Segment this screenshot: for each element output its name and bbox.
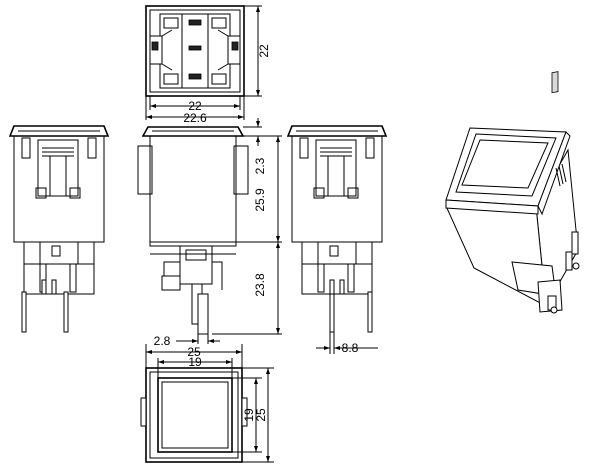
pitch-dimension: 8.8 xyxy=(316,332,378,355)
dim-front-inner-height: 19 xyxy=(242,408,256,422)
top-view-dimensions: 22 22 22.6 xyxy=(145,5,271,125)
dim-top-height: 22 xyxy=(257,44,271,58)
dim-bezel-thickness: 2.3 xyxy=(253,157,267,174)
front-view-left xyxy=(8,125,110,333)
front-face-dimensions: 25 19 19 25 xyxy=(145,344,274,463)
dim-top-width-outer: 22.6 xyxy=(183,111,207,125)
side-view-dimensions: 2.3 25.9 23.8 2.8 xyxy=(154,118,282,348)
top-view xyxy=(145,5,245,97)
front-face-view xyxy=(140,367,248,463)
front-view-right xyxy=(286,125,388,333)
isometric-view xyxy=(445,71,580,314)
dim-front-outer-height: 25 xyxy=(254,408,268,422)
side-view xyxy=(137,126,249,335)
dim-front-outer-width: 25 xyxy=(187,345,201,359)
dim-terminal-height: 23.8 xyxy=(253,273,267,297)
dim-front-inner-width: 19 xyxy=(188,355,202,369)
dim-terminal-pitch: 8.8 xyxy=(342,341,359,355)
dim-body-height: 25.9 xyxy=(253,188,267,212)
dim-top-width-inner: 22 xyxy=(188,99,202,113)
dim-terminal-thickness: 2.8 xyxy=(154,334,171,348)
